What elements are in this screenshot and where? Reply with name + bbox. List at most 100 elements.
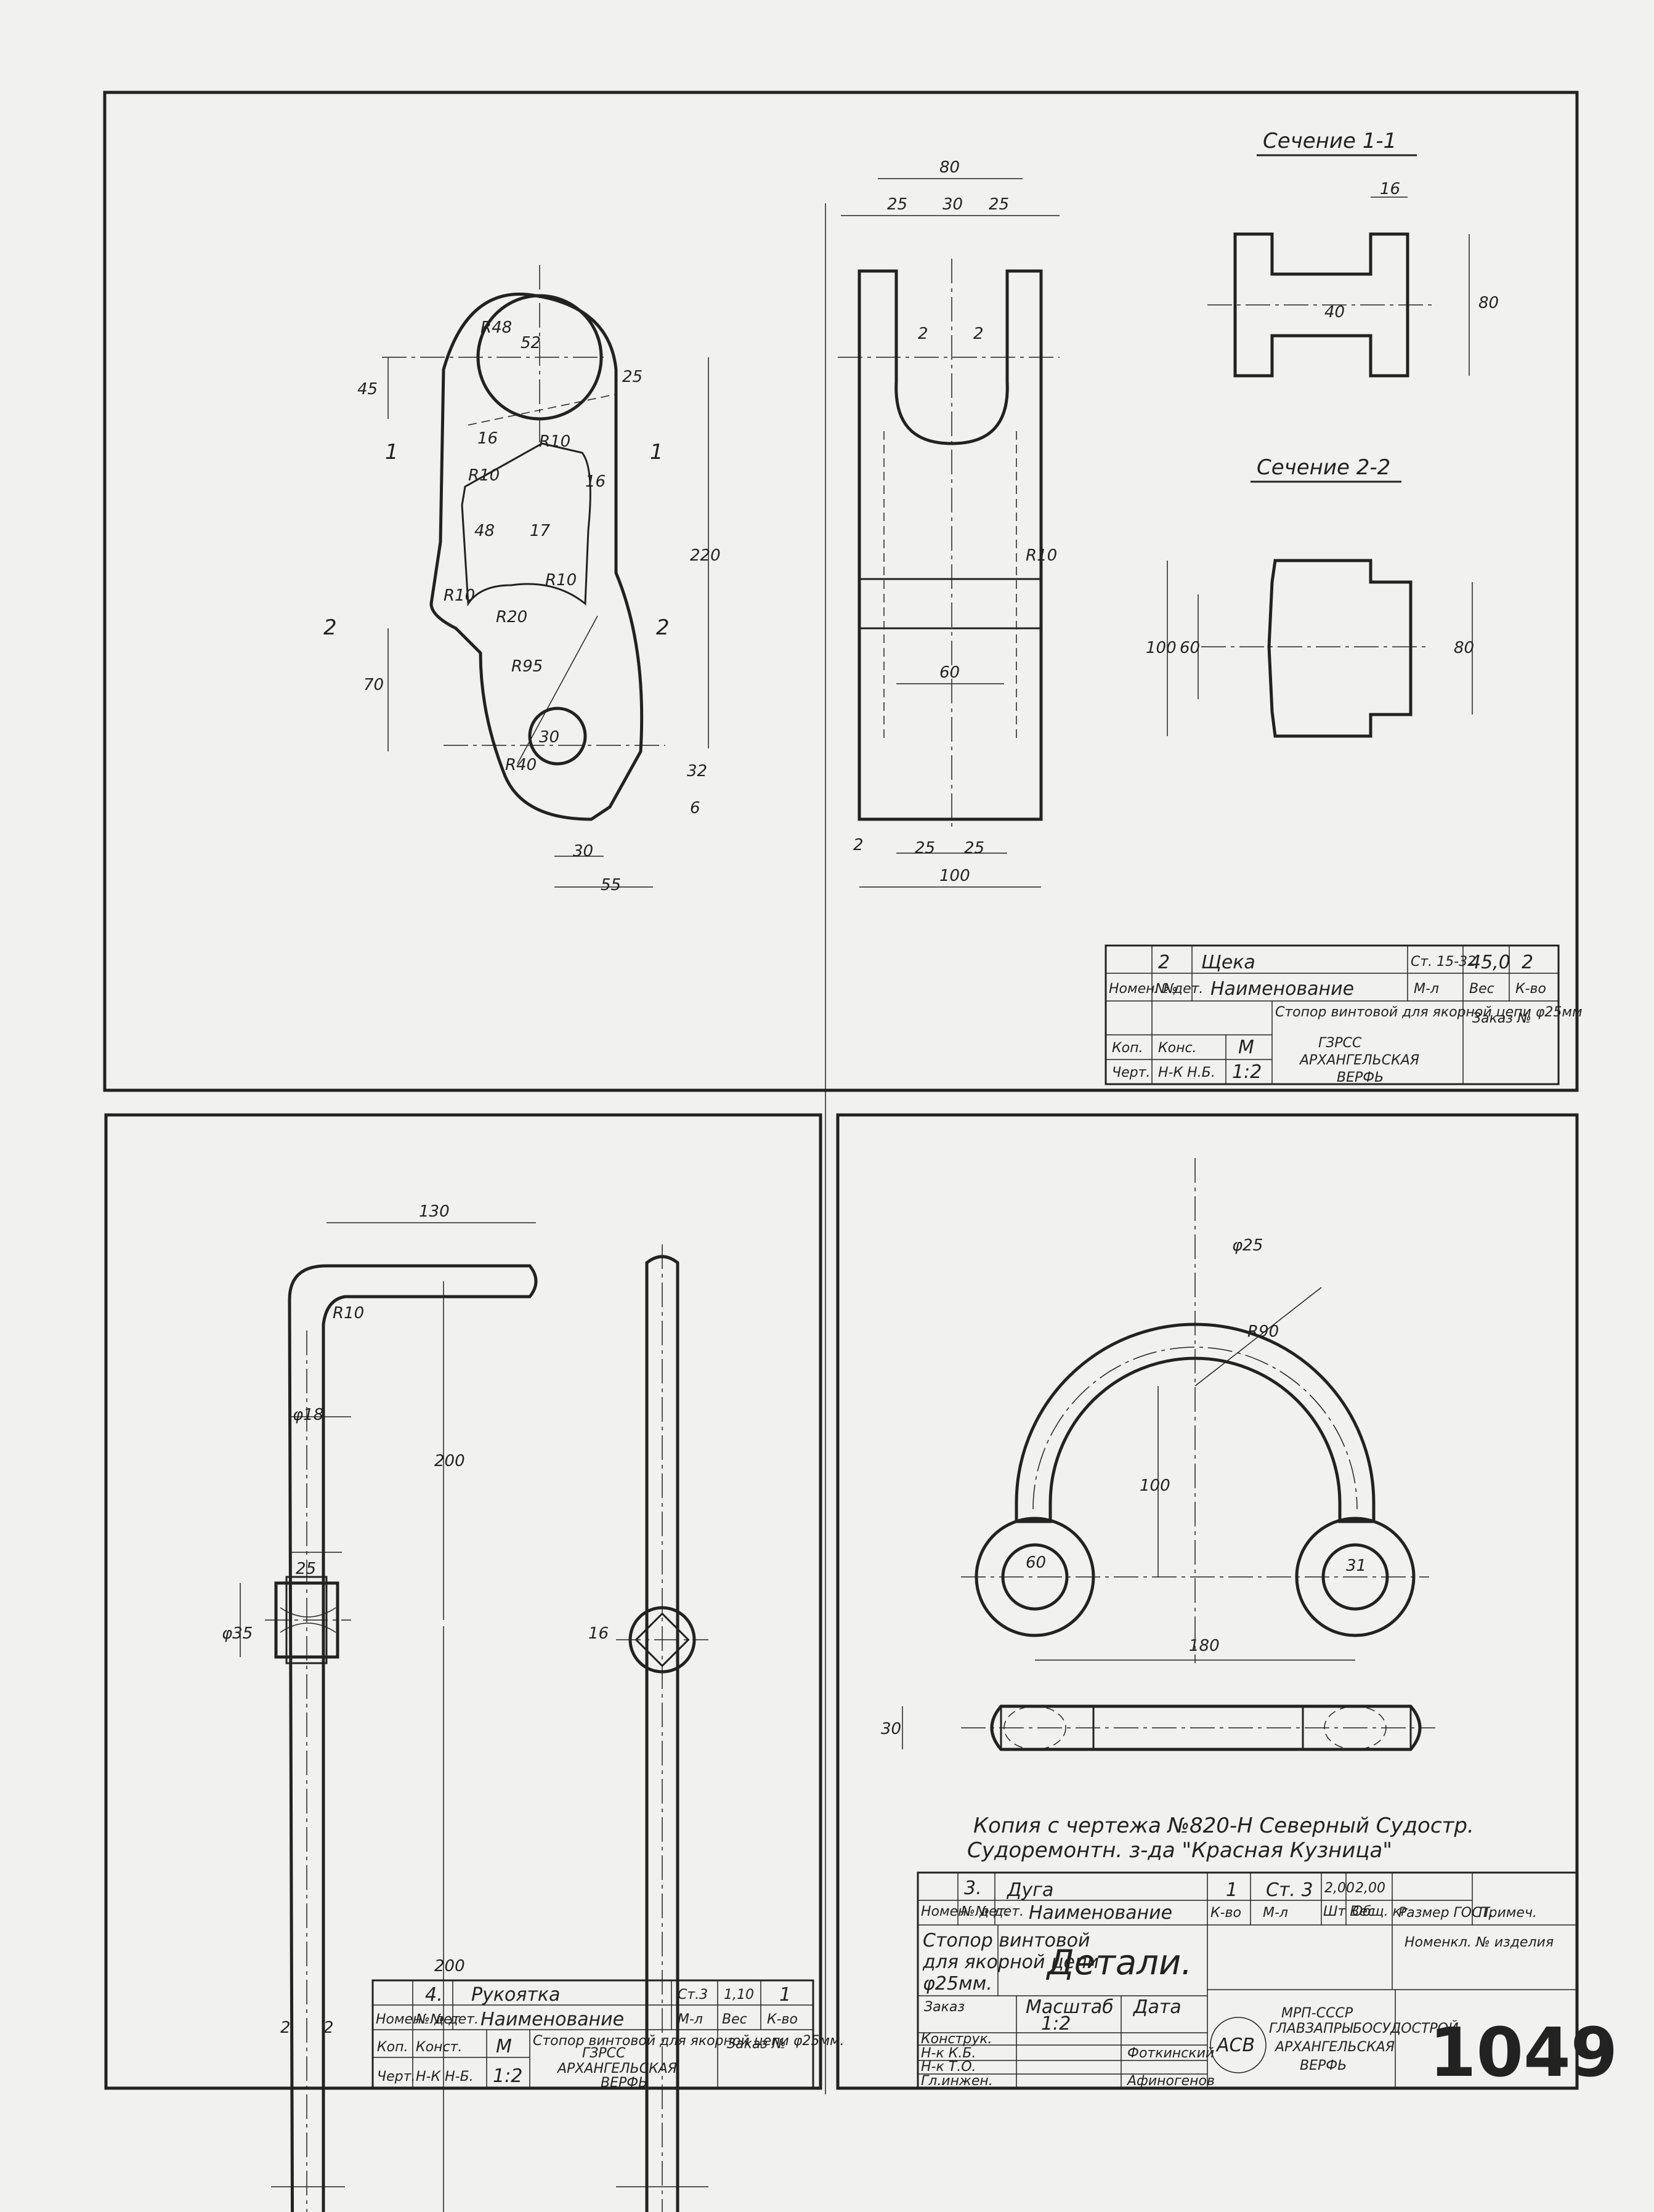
cheek-side-view: [382, 265, 709, 888]
svg-text:R48: R48: [480, 318, 512, 337]
sheet-frames: [103, 91, 1579, 2094]
svg-text:М-л: М-л: [678, 2012, 703, 2027]
svg-text:М-л: М-л: [1414, 981, 1439, 997]
svg-text:200: 200: [434, 1957, 465, 1975]
svg-text:1: 1: [1226, 1879, 1238, 1901]
svg-text:2,00: 2,00: [1324, 1881, 1355, 1896]
svg-text:Гл.инжен.: Гл.инжен.: [921, 2073, 993, 2089]
svg-text:2: 2: [853, 836, 864, 854]
svg-text:R10: R10: [333, 1304, 364, 1323]
section-1-1: Сечение 1-1 16 40 80: [1207, 129, 1499, 378]
svg-text:К-во: К-во: [1210, 1905, 1241, 1921]
svg-text:45,0: 45,0: [1469, 952, 1510, 973]
svg-text:180: 180: [1189, 1637, 1220, 1655]
svg-text:1:2: 1:2: [1041, 2013, 1071, 2035]
svg-text:Наименование: Наименование: [1029, 1902, 1172, 1924]
svg-text:2: 2: [280, 2019, 291, 2037]
svg-text:R10: R10: [539, 432, 570, 451]
svg-text:Конст.: Конст.: [416, 2040, 462, 2055]
svg-text:Размер ГОСТ.: Размер ГОСТ.: [1398, 1905, 1494, 1921]
svg-text:R10: R10: [468, 466, 500, 485]
svg-text:220: 220: [690, 546, 721, 565]
svg-text:Черт.: Черт.: [1112, 1065, 1150, 1080]
svg-text:ВЕРФЬ: ВЕРФЬ: [1337, 1070, 1384, 1085]
svg-text:2: 2: [323, 2019, 334, 2037]
svg-text:Судоремонтн. з-да "Красная Куз: Судоремонтн. з-да "Красная Кузница": [967, 1838, 1392, 1863]
svg-text:200: 200: [434, 1452, 465, 1470]
svg-text:Общ. кг: Общ. кг: [1352, 1904, 1408, 1919]
svg-text:Ст. 3: Ст. 3: [1266, 1879, 1313, 1901]
cheek-front-view: [838, 178, 1060, 888]
svg-text:Коп.: Коп.: [1112, 1040, 1143, 1056]
svg-text:Шт Вес: Шт Вес: [1323, 1904, 1375, 1919]
svg-text:Афиногенов: Афиногенов: [1126, 2073, 1215, 2089]
svg-text:№ дет.: № дет.: [960, 1904, 1009, 1919]
svg-text:Вес: Вес: [1469, 981, 1494, 997]
svg-text:45: 45: [357, 380, 378, 399]
svg-text:100: 100: [1140, 1477, 1170, 1495]
shackle-view: [902, 1158, 1435, 1751]
svg-text:4.: 4.: [425, 1984, 443, 2006]
svg-text:ГЗРСС: ГЗРСС: [582, 2046, 626, 2061]
svg-text:R10: R10: [545, 571, 577, 589]
svg-text:2: 2: [973, 325, 984, 343]
section-2-2-title: Сечение 2-2: [1257, 455, 1390, 480]
svg-text:16: 16: [588, 1624, 609, 1643]
svg-text:Заказ: Заказ: [924, 1999, 965, 2015]
svg-text:Фоткинский: Фоткинский: [1127, 2046, 1214, 2061]
svg-text:3.: 3.: [964, 1878, 982, 1899]
svg-text:φ25мм.: φ25мм.: [923, 1973, 992, 1995]
svg-text:1:2: 1:2: [493, 2065, 522, 2087]
svg-text:Ст. 15-32: Ст. 15-32: [1411, 954, 1476, 970]
svg-text:16: 16: [1380, 180, 1400, 198]
svg-text:№ дет.: № дет.: [1154, 981, 1203, 997]
svg-text:52: 52: [521, 334, 541, 352]
svg-text:2: 2: [323, 615, 337, 640]
svg-text:Н-К Н-Б.: Н-К Н-Б.: [416, 2069, 474, 2084]
svg-text:ВЕРФЬ: ВЕРФЬ: [601, 2075, 647, 2091]
svg-text:48: 48: [474, 522, 495, 540]
svg-text:R10: R10: [1026, 546, 1057, 565]
svg-text:80: 80: [939, 158, 960, 177]
svg-text:Наименование: Наименование: [480, 2009, 624, 2030]
drawing-number: 1049: [1429, 2013, 1618, 2092]
svg-text:70: 70: [363, 676, 384, 694]
svg-text:25: 25: [622, 368, 643, 386]
svg-text:АРХАНГЕЛЬСКАЯ: АРХАНГЕЛЬСКАЯ: [1299, 1053, 1419, 1068]
svg-text:2: 2: [656, 615, 670, 640]
svg-text:130: 130: [419, 1202, 450, 1221]
svg-text:АРХАНГЕЛЬСКАЯ: АРХАНГЕЛЬСКАЯ: [556, 2061, 677, 2076]
svg-text:17: 17: [530, 522, 551, 540]
cheek-front-dimension-labels: 80 25 30 25 60 25 25 100 R10 2 2 2: [853, 158, 1057, 885]
drawing-title: Детали.: [1045, 1943, 1192, 1983]
svg-text:Вес: Вес: [722, 2012, 747, 2027]
svg-text:25: 25: [296, 1560, 316, 1578]
svg-text:80: 80: [1478, 294, 1499, 312]
svg-text:Номенкл. № изделия: Номенкл. № изделия: [1405, 1935, 1554, 1950]
title-block-cheek: 2 Щека Ст. 15-32 45,0 2 Номен. № № дет. …: [1105, 944, 1583, 1085]
svg-text:60: 60: [939, 663, 960, 682]
svg-text:К-во: К-во: [767, 2012, 798, 2027]
svg-text:1: 1: [779, 1984, 791, 2006]
svg-text:Номен. № дет.: Номен. № дет.: [921, 1904, 1024, 1919]
svg-text:Черт.: Черт.: [377, 2069, 415, 2084]
svg-text:Заказ №: Заказ №: [1472, 1011, 1531, 1026]
handle-view: [240, 1222, 708, 2212]
svg-text:φ35: φ35: [222, 1624, 253, 1643]
svg-text:30: 30: [539, 728, 559, 747]
shipyard-logo: АСВ: [1210, 2017, 1267, 2073]
svg-text:16: 16: [585, 472, 606, 491]
svg-text:1,10: 1,10: [724, 1987, 754, 2003]
svg-text:φ25: φ25: [1232, 1236, 1263, 1255]
svg-text:ГЗРСС: ГЗРСС: [1318, 1035, 1362, 1051]
svg-text:Примеч.: Примеч.: [1478, 1905, 1537, 1921]
svg-text:Конс.: Конс.: [1158, 1040, 1197, 1056]
svg-text:100: 100: [939, 867, 970, 885]
svg-text:32: 32: [687, 762, 707, 780]
shackle-dimension-labels: φ25 R90 100 60 31 180 30: [881, 1236, 1366, 1738]
svg-text:1: 1: [650, 440, 663, 464]
svg-text:М-л: М-л: [1263, 1905, 1288, 1921]
svg-text:М: М: [496, 2036, 512, 2057]
svg-text:Ст.3: Ст.3: [678, 1987, 708, 2003]
